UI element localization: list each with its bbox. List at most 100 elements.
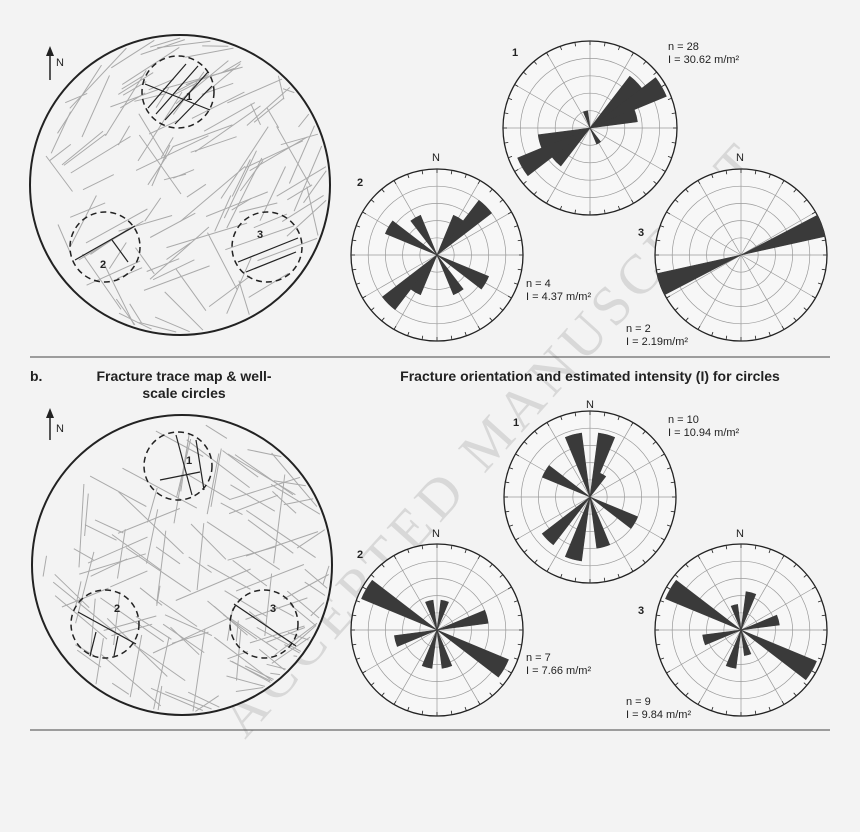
fracture-trace: [54, 573, 90, 609]
rose-tick: [660, 453, 665, 457]
fracture-trace: [111, 682, 130, 695]
rose-tick: [508, 156, 513, 159]
rose-petal: [656, 254, 742, 296]
rose-tick: [603, 577, 606, 582]
fracture-trace: [89, 598, 96, 657]
rose-tick: [793, 317, 797, 322]
fracture-trace: [73, 548, 94, 561]
fracture-trace: [140, 39, 185, 55]
fracture-trace: [272, 491, 297, 514]
rose-a-2-i: I = 4.37 m/m²: [526, 291, 591, 303]
rose-tick: [370, 574, 375, 578]
rose-tick: [630, 422, 634, 427]
rose-petal: [740, 591, 757, 631]
rose-tick: [356, 657, 361, 660]
fracture-trace: [206, 521, 280, 571]
rose-petal: [436, 629, 509, 678]
right-heading: Fracture orientation and estimated inten…: [400, 368, 780, 384]
rose-petal: [410, 254, 438, 296]
rose-a-1-i: I = 30.62 m/m²: [668, 54, 740, 66]
fracture-trace: [76, 649, 102, 668]
well-circle-a-3-label: 3: [257, 229, 263, 241]
panel-b: N 1 2 3 N 1 n = 10 I = 10.94 m/m²: [31, 399, 828, 721]
rose-tick: [534, 559, 538, 564]
rose-tick: [725, 545, 728, 550]
rose-tick: [393, 180, 397, 185]
rose-tick: [362, 670, 367, 674]
fracture-trace: [227, 453, 296, 496]
fracture-trace: [175, 568, 251, 601]
rose-tick: [793, 188, 797, 193]
rose-spoke: [740, 555, 785, 631]
rose-tick: [477, 700, 481, 705]
rose-tick: [489, 188, 493, 193]
rose-tick: [618, 205, 621, 210]
rose-spoke: [666, 254, 742, 299]
fracture-trace: [144, 197, 162, 222]
fracture-trace: [250, 103, 261, 126]
well-circle-b-3-traces: [233, 603, 297, 647]
rose-tick: [356, 282, 361, 285]
fracture-trace: [94, 519, 124, 534]
rose-spoke: [697, 254, 742, 330]
fracture-trace: [256, 626, 302, 652]
fracture-trace: [271, 636, 311, 664]
rose-tick: [656, 643, 661, 646]
rose-tick: [803, 307, 808, 311]
rose-tick: [450, 335, 453, 340]
rose-tick: [546, 567, 550, 572]
fracture-trace: [69, 47, 127, 109]
rose-petal: [421, 629, 438, 669]
fracture-trace: [129, 303, 143, 324]
rose-b-2-plot: [350, 543, 524, 717]
fracture-trace: [310, 602, 325, 617]
rose-tick: [381, 563, 385, 568]
rose-b-3-n: n = 9: [626, 696, 651, 708]
rose-tick: [421, 170, 424, 175]
rose-tick: [652, 549, 657, 553]
rose-b-2: N 2 n = 7 I = 7.66 m/m²: [350, 528, 591, 717]
well-circle-a-3: [231, 211, 303, 283]
fracture-trace: [225, 225, 294, 251]
rose-tick: [477, 555, 481, 560]
rose-tick: [725, 335, 728, 340]
fracture-trace: [239, 202, 278, 213]
well-circle-b-2: [70, 589, 140, 659]
rose-tick: [517, 268, 522, 271]
fracture-trace: [271, 452, 318, 507]
rose-petal: [589, 127, 602, 145]
rose-a-2-plot: [350, 168, 524, 342]
fracture-trace: [203, 102, 256, 132]
rose-tick: [803, 682, 808, 686]
well-circle-b-1: [143, 431, 213, 501]
rose-petal: [436, 609, 489, 631]
rose-tick: [517, 643, 522, 646]
rose-spoke: [666, 629, 742, 674]
fracture-traces-b: [42, 424, 330, 712]
fracture-trace: [82, 253, 122, 310]
fracture-trace: [63, 133, 106, 166]
rose-tick: [697, 700, 701, 705]
rose-petal: [361, 579, 438, 631]
rose-tick: [661, 169, 666, 172]
rose-tick: [685, 188, 689, 193]
rose-tick: [352, 643, 357, 646]
fracture-trace: [155, 87, 170, 108]
rose-petal: [564, 432, 591, 498]
rose-tick: [370, 307, 375, 311]
fracture-trace: [207, 600, 227, 617]
rose-tick: [381, 188, 385, 193]
rose-tick: [793, 692, 797, 697]
fracture-trace: [185, 47, 234, 58]
rose-tick: [671, 112, 676, 114]
fracture-trace: [155, 546, 181, 565]
fracture-trace: [247, 519, 294, 554]
well-circle-b-3: [229, 589, 299, 659]
rose-b-1-north: N: [586, 399, 594, 411]
rose-tick: [513, 225, 518, 228]
fracture-trace: [170, 626, 200, 656]
fracture-trace: [249, 625, 305, 644]
panel-b-label: b.: [30, 368, 42, 384]
rose-tick: [489, 692, 493, 697]
rose-tick: [574, 42, 576, 47]
